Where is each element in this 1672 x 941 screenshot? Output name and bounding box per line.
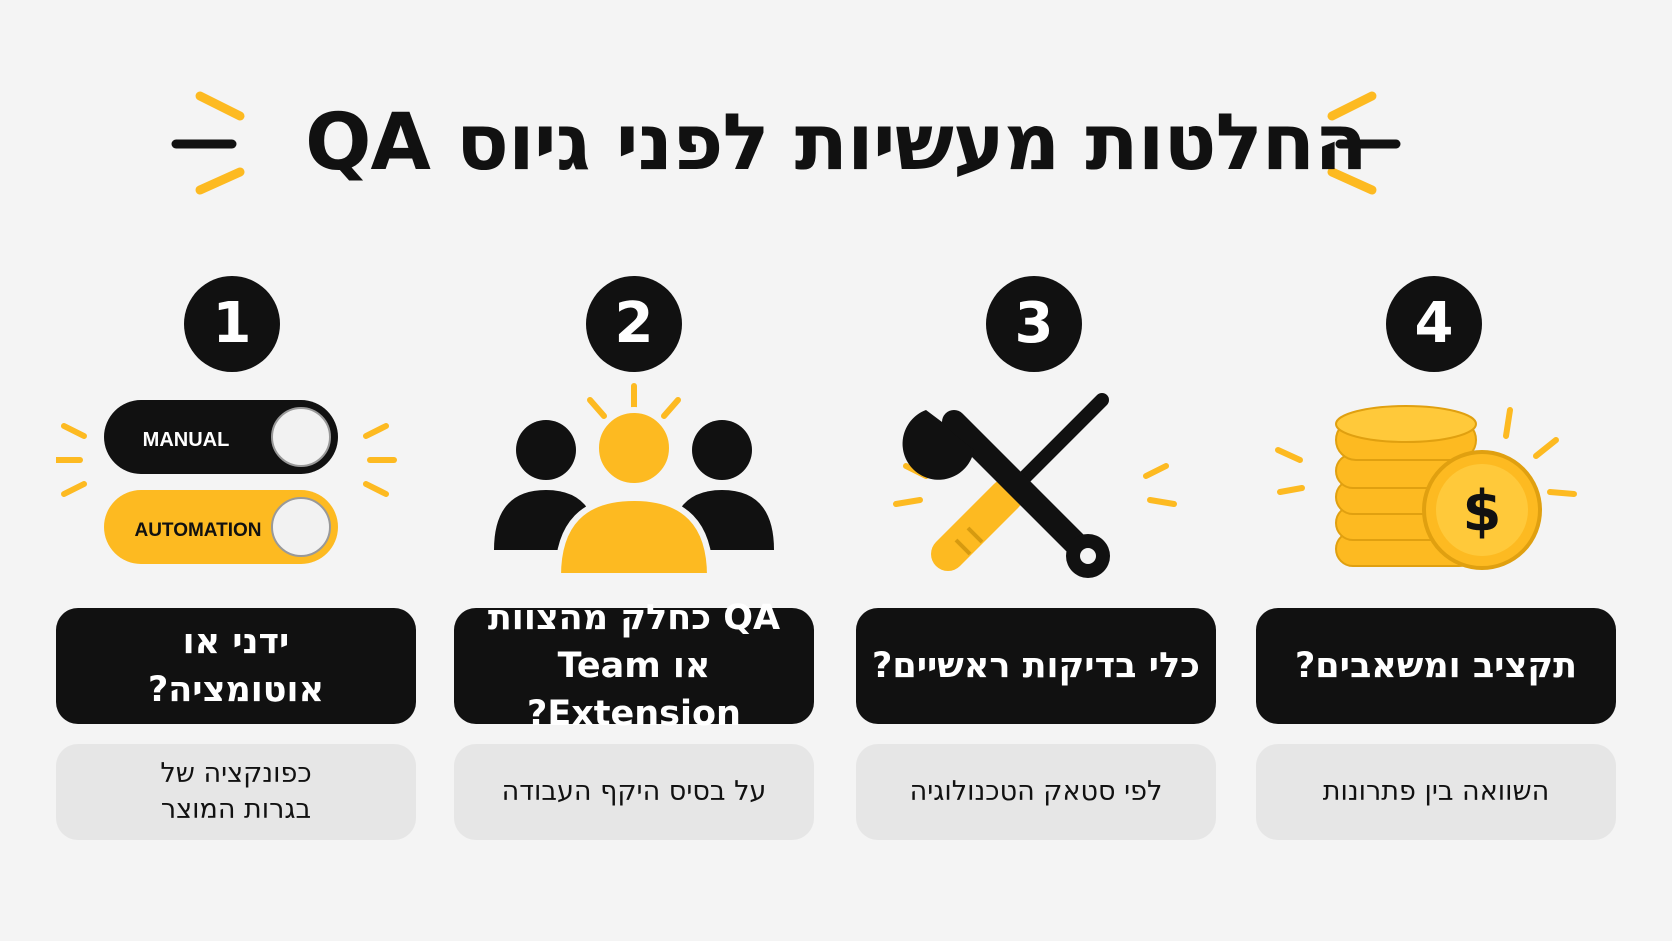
description-4-line-1: השוואה בין פתרונות [1322, 776, 1550, 807]
question-1-line-2: אוטומציה? [147, 670, 325, 710]
question-box-2: QA כחלק מהצוות או Team Extension? [454, 598, 814, 734]
description-box-2: על בסיס היקף העבודה [454, 744, 814, 840]
decision-card-3: 3 כלי בדיקות ראשיים? לפי סטאק הטכנולוגיה [856, 0, 1216, 941]
wrench-screwdriver-icon [856, 380, 1216, 590]
description-box-1: כפונקציה של בגרות המוצר [56, 744, 416, 840]
description-1-line-2: בגרות המוצר [160, 794, 312, 825]
question-2-line-1: QA כחלק מהצוות [487, 598, 781, 638]
question-box-4: תקציב ומשאבים? [1256, 608, 1616, 724]
question-2-line-2: או Team Extension? [527, 646, 741, 734]
description-box-4: השוואה בין פתרונות [1256, 744, 1616, 840]
description-2-line-1: על בסיס היקף העבודה [501, 776, 767, 807]
description-box-3: לפי סטאק הטכנולוגיה [856, 744, 1216, 840]
page-title: החלטות מעשיות לפני גיוס QA [305, 98, 1368, 188]
question-4-line-1: תקציב ומשאבים? [1294, 646, 1578, 686]
team-people-icon [454, 380, 814, 590]
title-burst-right-icon [1327, 91, 1401, 195]
decision-card-1: 1 MANUAL AUTOMATION ידני או אוטומצי [53, 0, 416, 941]
toggle-switches-icon: MANUAL AUTOMATION [53, 380, 416, 590]
question-box-1: ידני או אוטומציה? [56, 608, 416, 724]
question-box-3: כלי בדיקות ראשיים? [856, 608, 1216, 724]
svg-text:$: $ [1463, 479, 1502, 544]
step-number-4: 4 [1386, 276, 1482, 372]
title-burst-left-icon [171, 91, 245, 195]
question-1-line-1: ידני או [182, 622, 290, 662]
step-number-2: 2 [586, 276, 682, 372]
description-1-line-1: כפונקציה של [160, 758, 312, 789]
decision-card-4: 4 $ תקציב ומשאבי [1256, 0, 1616, 941]
description-3-line-1: לפי סטאק הטכנולוגיה [909, 776, 1163, 807]
step-number-3: 3 [986, 276, 1082, 372]
toggle-automation-label: AUTOMATION [134, 520, 261, 541]
step-number-1: 1 [184, 276, 280, 372]
coins-dollar-icon: $ [1256, 380, 1616, 590]
toggle-manual-label: MANUAL [143, 429, 230, 451]
decision-card-2: 2 QA כחלק מהצוות או Team Extension? על ב… [454, 0, 814, 941]
question-3-line-1: כלי בדיקות ראשיים? [872, 646, 1200, 686]
